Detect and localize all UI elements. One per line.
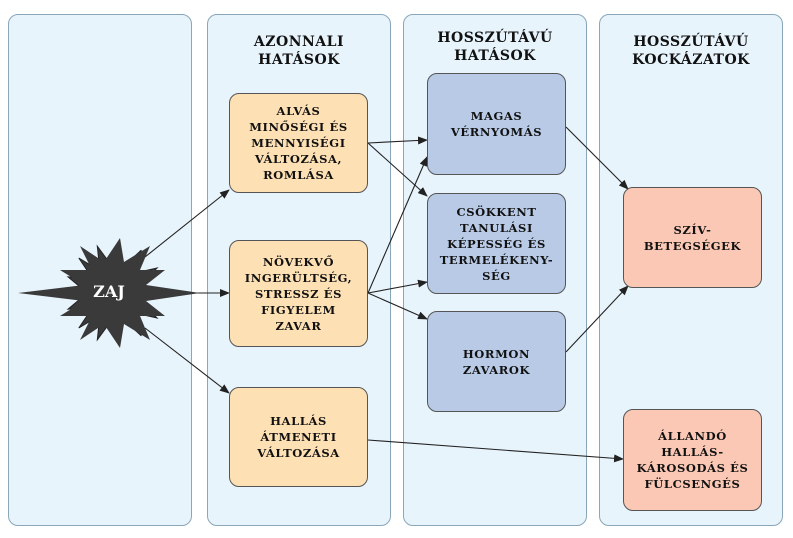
arrow-zaj-hearing bbox=[144, 327, 230, 394]
risks-column-title: HOSSZÚTÁVÚ KOCKÁZATOK bbox=[632, 34, 750, 68]
sleep-disruption-box: ALVÁS MINŐSÉGI ÉS MENNYISÉGI VÁLTOZÁSA, … bbox=[229, 93, 368, 193]
arrow-hearing-hearingloss bbox=[367, 439, 624, 463]
reduced-learning-box: CSÖKKENT TANULÁSI KÉPESSÉG ÉS TERMELÉKEN… bbox=[427, 193, 566, 294]
stress-box: NÖVEKVŐ INGERÜLTSÉG, STRESSZ ÉS FIGYELEM… bbox=[229, 240, 368, 347]
arrow-hormone-heart bbox=[565, 285, 629, 353]
hormone-disorder-box: HORMON ZAVAROK bbox=[427, 311, 566, 412]
arrow-bp-heart bbox=[565, 126, 629, 190]
noise-label: ZAJ bbox=[93, 282, 125, 301]
permanent-hearing-loss-box: ÁLLANDÓ HALLÁS- KÁROSODÁS ÉS FÜLCSENGÉS bbox=[623, 409, 762, 511]
arrow-zaj-sleep bbox=[144, 189, 230, 258]
arrow-stress-bp bbox=[367, 156, 428, 294]
arrow-sleep-bp bbox=[367, 136, 428, 145]
arrow-sleep-learning bbox=[367, 142, 428, 197]
high-blood-pressure-box: MAGAS VÉRNYOMÁS bbox=[427, 73, 566, 175]
noise-burst-spikes bbox=[18, 238, 200, 348]
effects-column-title: HOSSZÚTÁVÚ HATÁSOK bbox=[437, 30, 553, 64]
arrow-stress-hormone bbox=[367, 292, 428, 320]
arrow-stress-learning bbox=[367, 279, 428, 294]
heart-disease-box: SZÍV- BETEGSÉGEK bbox=[623, 187, 762, 288]
temporary-hearing-box: HALLÁS ÁTMENETI VÁLTOZÁSA bbox=[229, 387, 368, 487]
immediate-column-title: AZONNALI HATÁSOK bbox=[253, 34, 345, 68]
